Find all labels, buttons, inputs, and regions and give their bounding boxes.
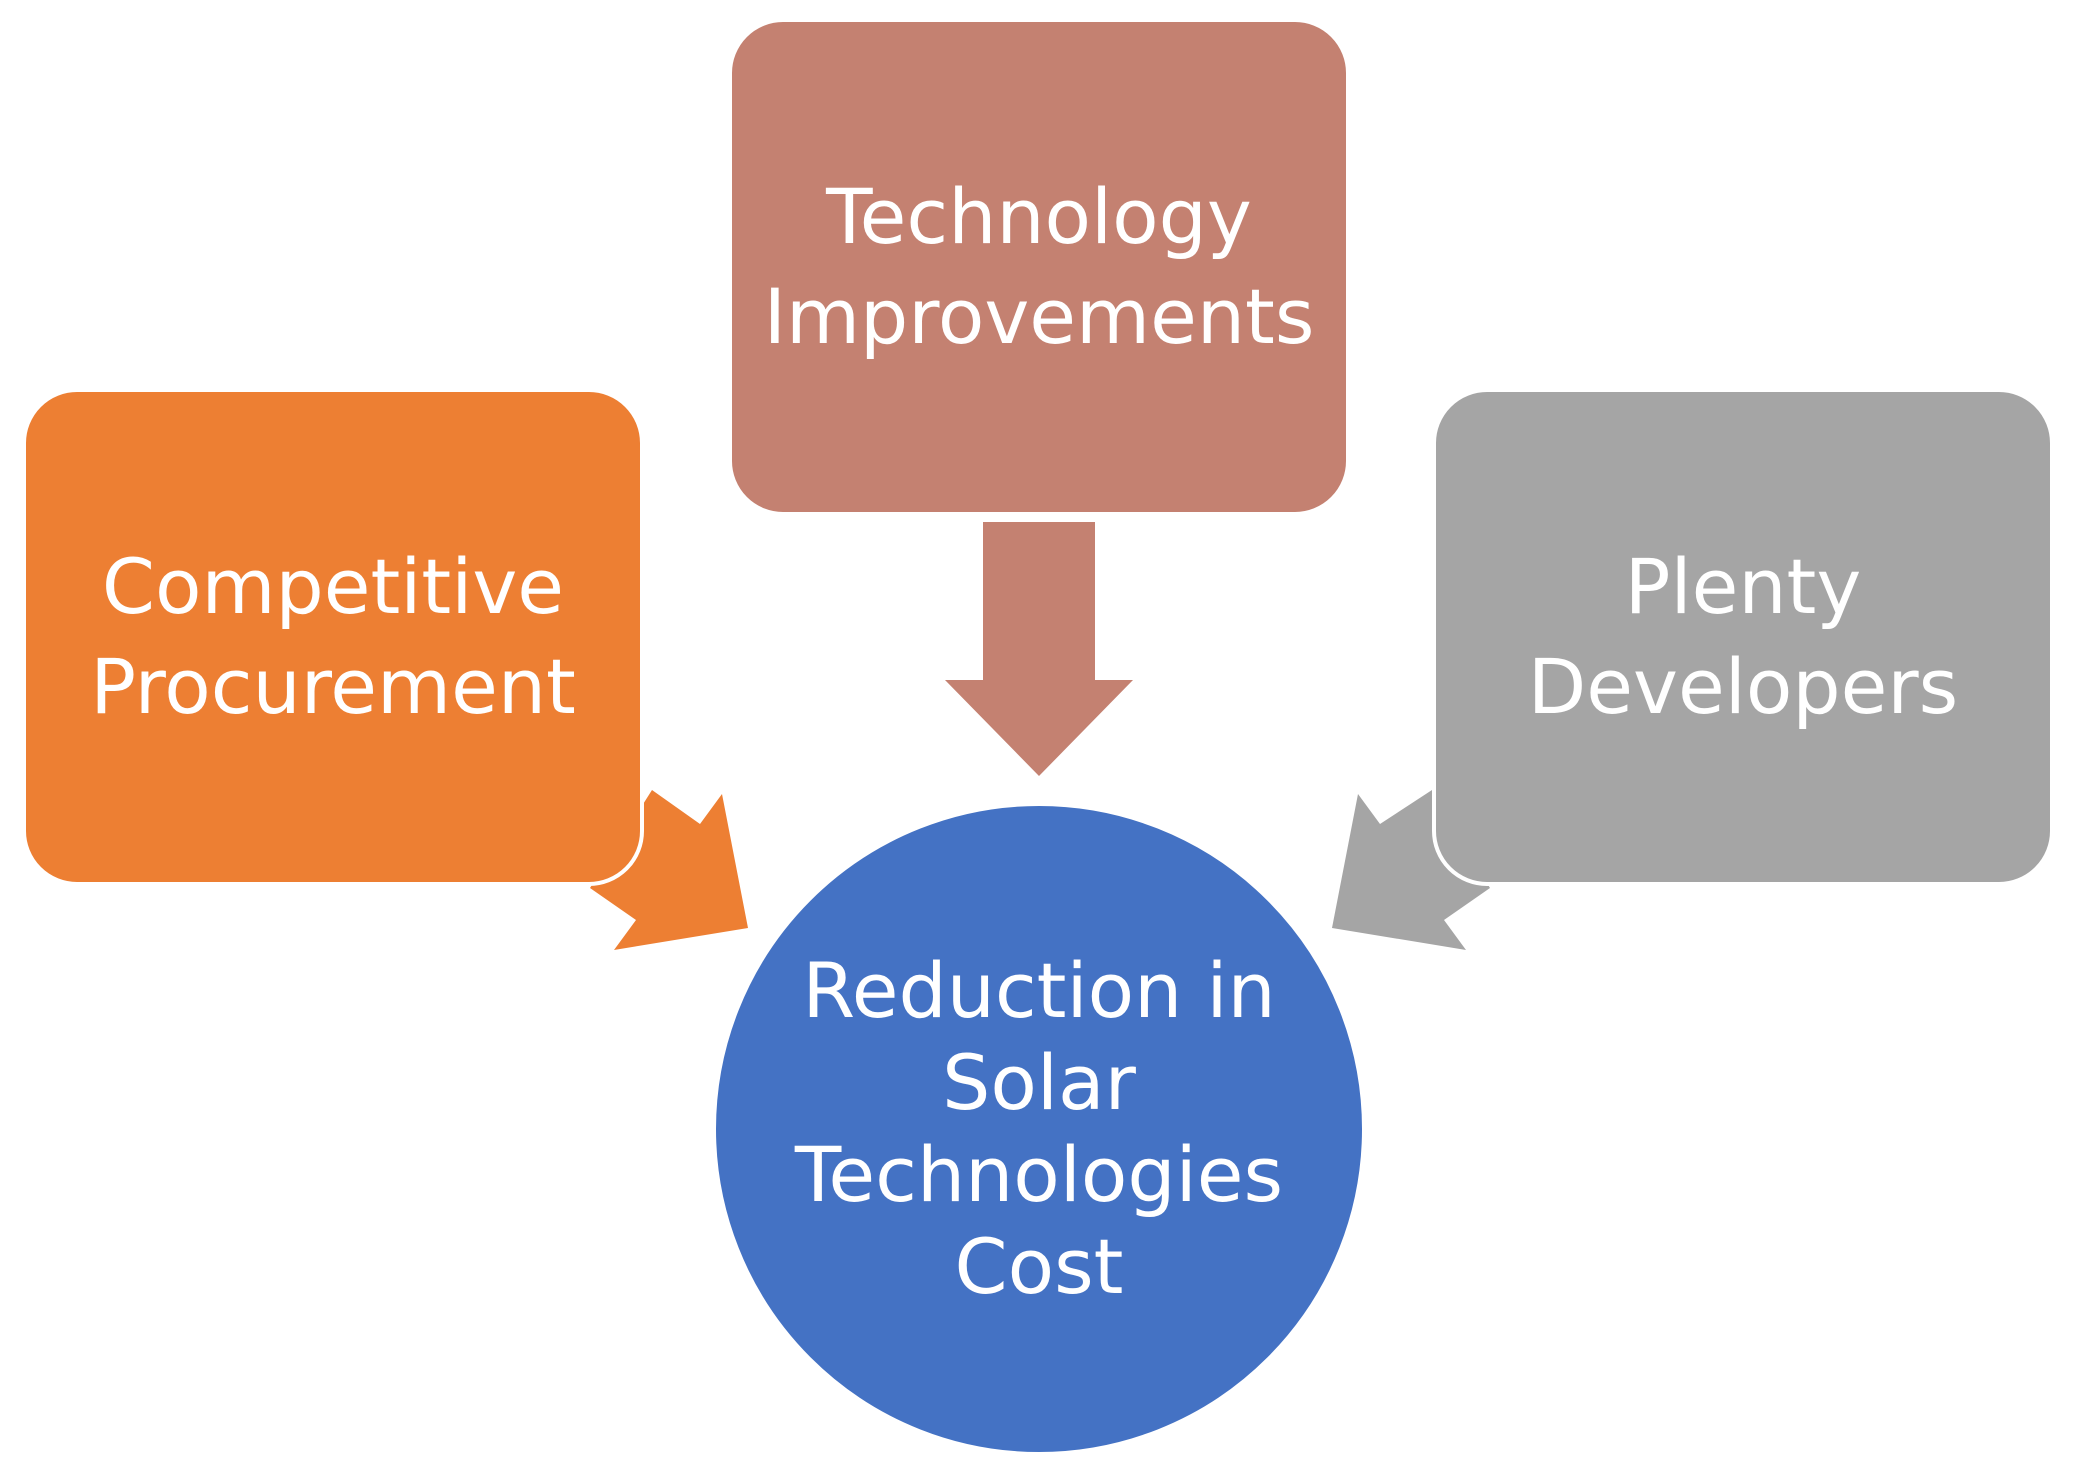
node-technology-line-2: Improvements [763, 272, 1315, 361]
node-competitive-line-1: Competitive [101, 542, 565, 631]
node-developers-line-1: Plenty [1624, 542, 1862, 631]
node-technology-line-1: Technology [826, 172, 1252, 261]
node-reduction-line-3: Technologies [794, 1130, 1284, 1219]
node-reduction-line-4: Cost [954, 1222, 1124, 1311]
node-competitive-line-2: Procurement [90, 642, 576, 731]
node-developers-line-2: Developers [1527, 642, 1959, 731]
node-reduction-line-1: Reduction in [802, 946, 1276, 1035]
node-plenty-developers: Plenty Developers [1432, 388, 2054, 886]
node-reduction-line-2: Solar [942, 1038, 1136, 1127]
arrow-technology-to-reduction [945, 522, 1133, 776]
node-reduction-solar-cost: Reduction in Solar Technologies Cost [712, 802, 1366, 1456]
node-technology-improvements: Technology Improvements [728, 18, 1350, 516]
node-competitive-procurement: Competitive Procurement [22, 388, 644, 886]
